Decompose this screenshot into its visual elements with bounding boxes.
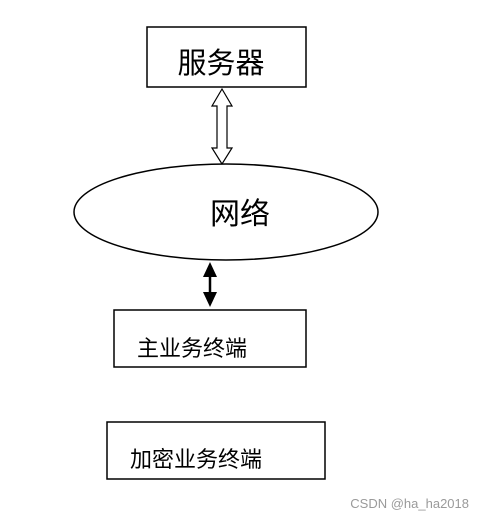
network-terminal-arrowhead-up [203,262,217,277]
main-terminal-label: 主业务终端 [137,337,247,362]
watermark-text: CSDN @ha_ha2018 [350,496,469,511]
network-ellipse [73,163,379,261]
network-terminal-arrowhead-down [203,292,217,307]
main-terminal-box [113,309,307,368]
network-label: 网络 [210,197,270,232]
server-network-arrow [210,87,234,166]
server-box [146,26,307,88]
encrypted-terminal-node: 加密业务终端 [106,421,326,480]
server-node: 服务器 [146,26,307,88]
network-terminal-arrow [203,262,217,307]
main-terminal-node: 主业务终端 [113,309,307,368]
encrypted-terminal-label: 加密业务终端 [130,448,262,473]
encrypted-terminal-box [106,421,326,480]
network-node: 网络 [73,163,379,261]
server-label: 服务器 [177,46,264,80]
